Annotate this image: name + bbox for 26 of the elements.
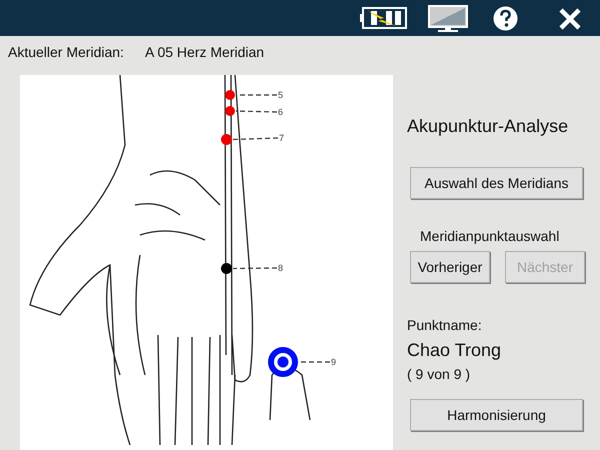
next-button: Nächster <box>505 251 585 283</box>
point-number: 5 <box>278 90 284 100</box>
field-label: Aktueller Meridian: <box>8 44 124 60</box>
leader-line <box>233 267 277 270</box>
acupuncture-point <box>221 263 232 274</box>
panel-heading: Akupunktur-Analyse <box>407 116 568 137</box>
previous-button: Vorheriger <box>410 251 490 283</box>
leader-line <box>236 94 277 96</box>
point-number: 6 <box>278 107 284 117</box>
acupuncture-point <box>221 134 232 145</box>
leader-line <box>236 110 278 113</box>
leader-line <box>232 137 278 140</box>
point-name: Chao Trong <box>407 340 502 361</box>
point-number: 8 <box>278 263 284 273</box>
point-number: 9 <box>331 357 336 367</box>
meridian-name: A 05 Herz Meridian <box>145 44 264 60</box>
acupuncture-point <box>225 106 235 116</box>
section-label: Meridianpunktauswahl <box>420 228 560 244</box>
field-label: Punktname: <box>407 317 482 333</box>
selected-point-marker <box>268 347 298 377</box>
acupuncture-point <box>225 90 235 100</box>
meridian-select-button: Auswahl des Meridians <box>410 167 583 199</box>
leader-line <box>299 361 330 363</box>
harmonize-button: Harmonisierung <box>410 399 583 431</box>
point-counter: ( 9 von 9 ) <box>407 366 470 382</box>
point-number: 7 <box>279 133 284 143</box>
